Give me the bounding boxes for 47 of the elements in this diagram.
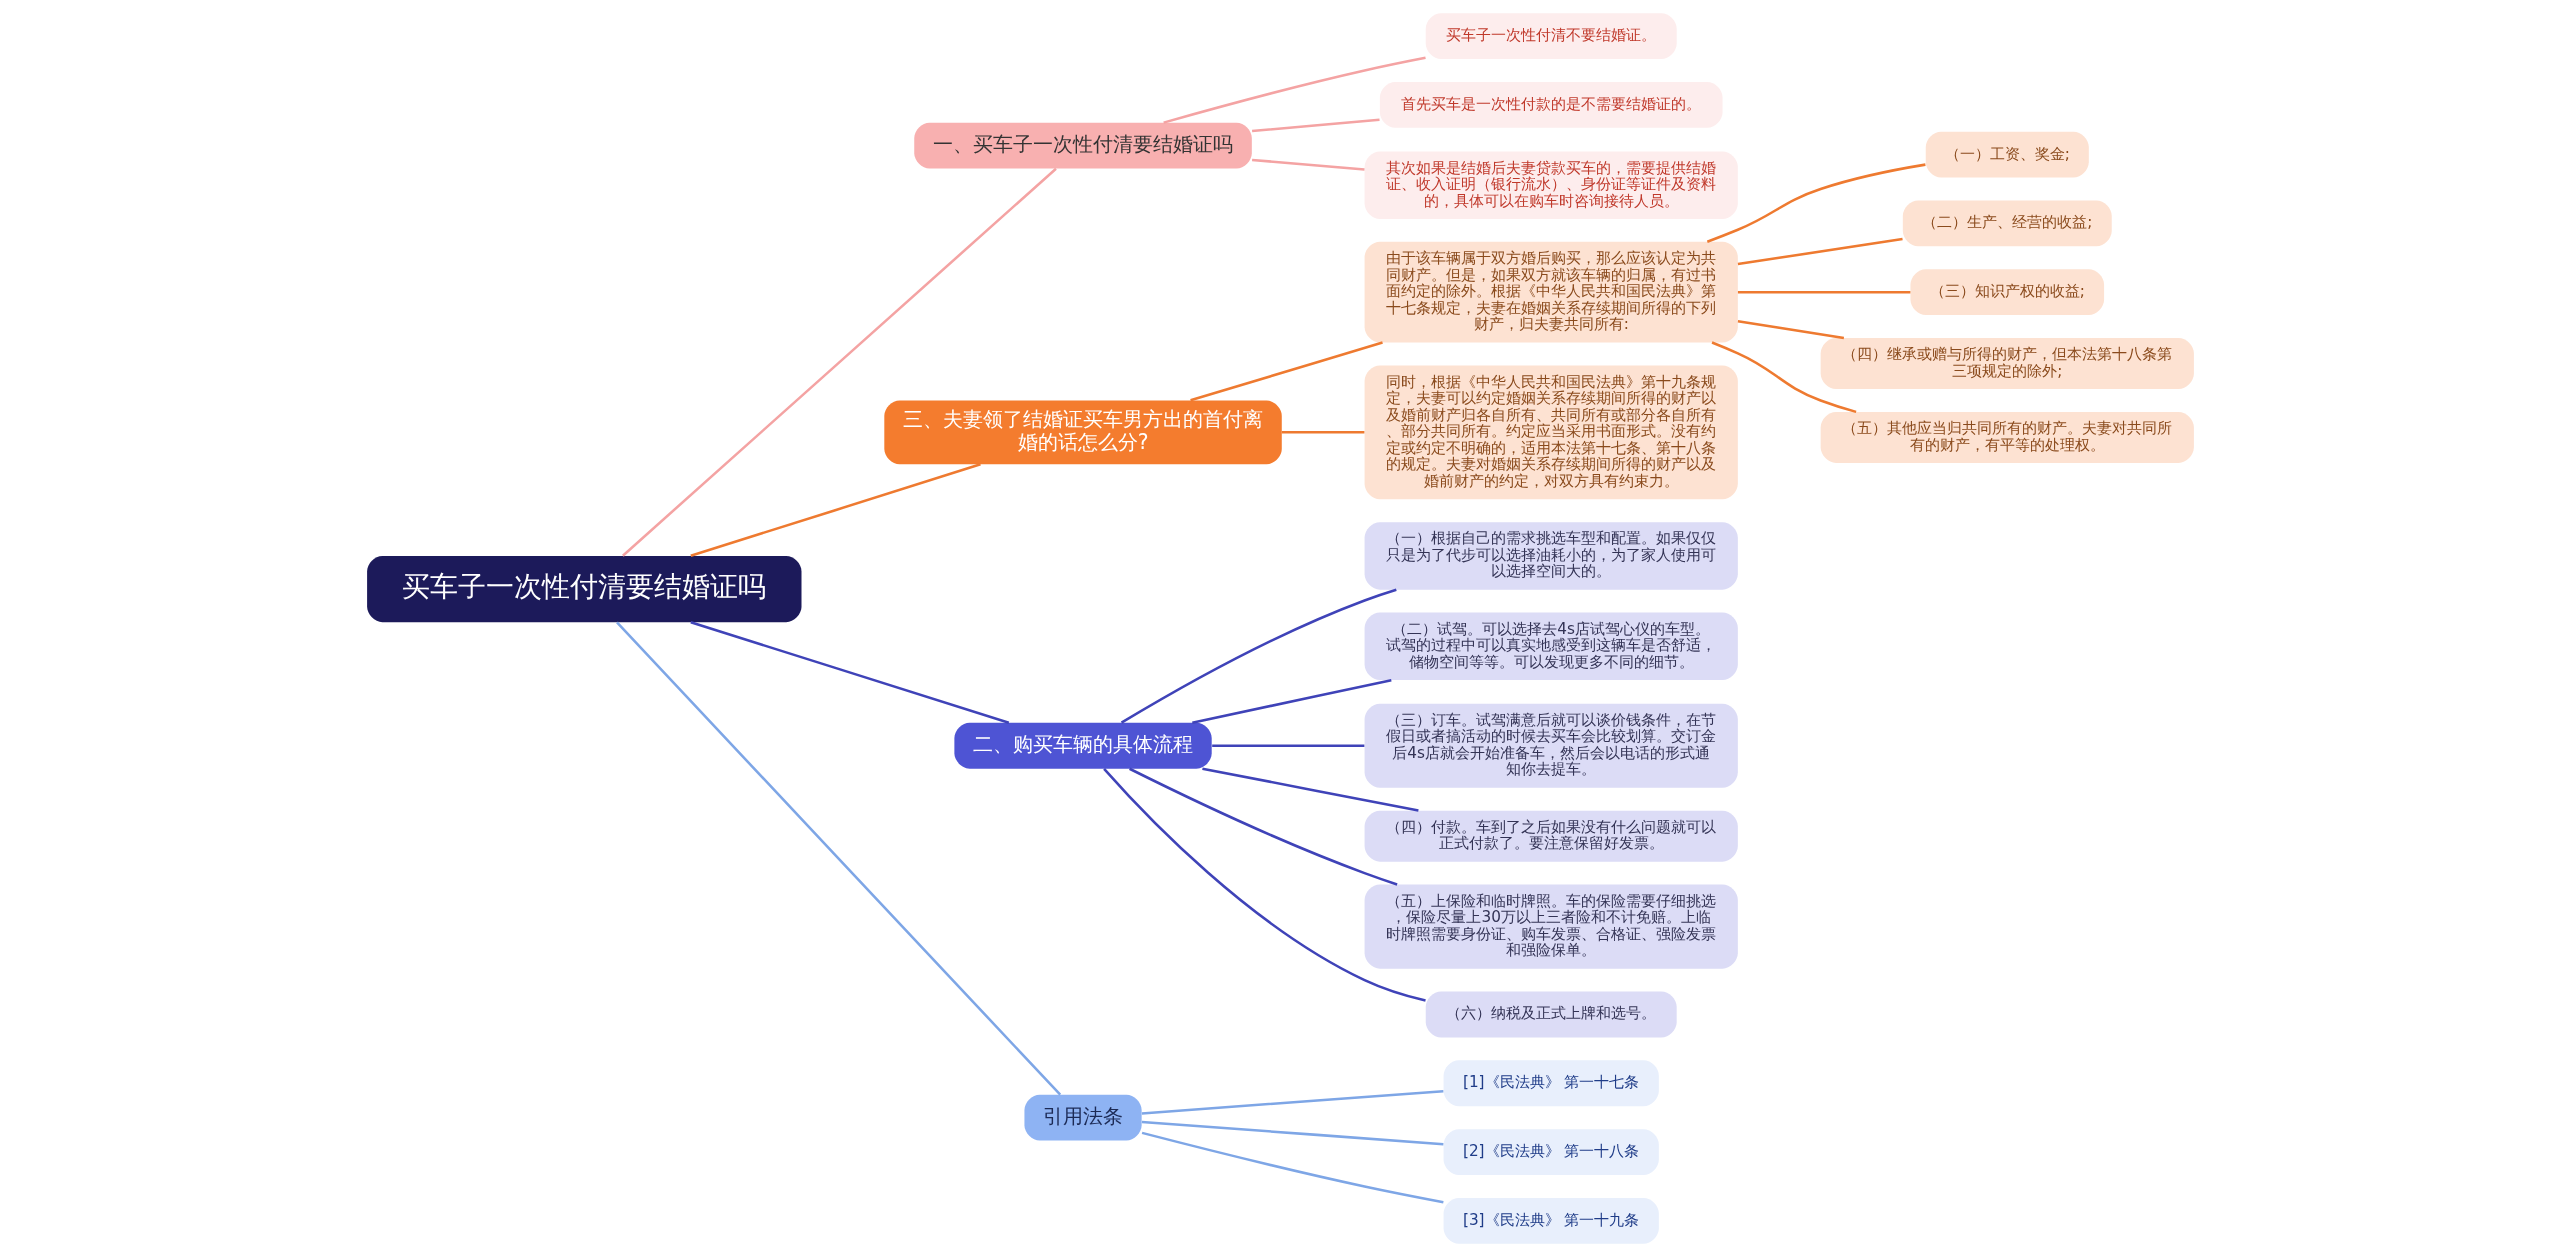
connector <box>621 167 1057 557</box>
node-box: 引用法条 <box>1023 1094 1142 1141</box>
connector <box>1189 341 1383 402</box>
connector <box>1191 678 1392 724</box>
connector <box>1120 588 1397 724</box>
node-box: （五）其他应当归共同所有的财产。夫妻对共同所有的财产，有平等的处理权。 <box>1820 411 2194 463</box>
connector <box>1706 163 1926 243</box>
node-box: 同时，根据《中华人民共和国民法典》第十九条规定，夫妻可以约定婚姻关系存续期间所得的财产以及婚前财产归各自所有、共同所有或部分各自所有、部分共同所有。约定应当采用书面形式。没有约定或约定不明确的，适用本法第十七条、第十八条的规定。夫妻对婚姻关系存续期间所得的财产以及婚前财产的约定，对双方具有约束力。 <box>1364 365 1738 500</box>
node-box: （三）订车。试驾满意后就可以谈价钱条件，在节假日或者搞活动的时候去买车会比较划算。交订金后4s店就会开始准备车，然后会以电话的形式通知你去提车。 <box>1364 703 1738 788</box>
node-box: [2]《民法典》 第一十八条 <box>1443 1129 1659 1175</box>
node-box: [1]《民法典》 第一十七条 <box>1443 1060 1659 1107</box>
node-box: 其次如果是结婚后夫妻贷款买车的，需要提供结婚证、收入证明（银行流水）、身份证等证件及资料的，具体可以在购车时咨询接待人员。 <box>1364 151 1738 219</box>
node-box: （二）生产、经营的收益; <box>1902 200 2112 247</box>
connector <box>1281 431 1364 434</box>
node-box: 买车子一次性付清要结婚证吗 <box>366 555 801 623</box>
node-box: 首先买车是一次性付款的是不需要结婚证的。 <box>1379 82 1723 128</box>
node-box: （四）付款。车到了之后如果没有什么问题就可以正式付款了。要注意保留好发票。 <box>1364 810 1738 862</box>
node-box: （一）工资、奖金; <box>1925 131 2089 178</box>
node-box: 一、买车子一次性付清要结婚证吗 <box>913 122 1252 169</box>
connector <box>1251 158 1365 171</box>
connector <box>689 463 981 557</box>
node-box: （五）上保险和临时牌照。车的保险需要仔细挑选，保险尽量上30万以上三者险和不计免赔。上临时牌照需要身份证、购车发票、合格证、强险发票和强险保单。 <box>1364 884 1738 969</box>
connector <box>1128 767 1398 886</box>
connector <box>1711 341 1856 414</box>
connector <box>1141 1089 1443 1115</box>
connector <box>1102 768 1426 1002</box>
connector <box>1162 56 1426 124</box>
node-box: （二）试驾。可以选择去4s店试驾心仪的车型。试驾的过程中可以真实地感受到这辆车是否舒适，储物空间等等。可以发现更多不同的细节。 <box>1364 612 1738 681</box>
node-box: 由于该车辆属于双方婚后购买，那么应该认定为共同财产。但是，如果双方就该车辆的归属，有过书面约定的除外。根据《中华人民共和国民法典》第十七条规定，夫妻在婚姻关系存续期间所得的下列财产，归夫妻共同所有: <box>1364 241 1738 343</box>
connector <box>1737 290 1910 294</box>
connector <box>1211 744 1364 747</box>
node-box: （一）根据自己的需求挑选车型和配置。如果仅仅只是为了代步可以选择油耗小的，为了家人使用可以选择空间大的。 <box>1364 522 1738 590</box>
connector <box>1141 1120 1443 1146</box>
connector <box>1201 767 1419 812</box>
connector <box>1737 320 1844 340</box>
node-box: [3]《民法典》 第一十九条 <box>1443 1197 1659 1244</box>
connector <box>615 621 1061 1096</box>
node-box: （六）纳税及正式上牌和选号。 <box>1425 991 1677 1038</box>
node-box: （三）知识产权的收益; <box>1909 269 2104 316</box>
node-box: （四）继承或赠与所得的财产，但本法第十八条第三项规定的除外; <box>1820 338 2194 389</box>
connector <box>1251 118 1380 133</box>
node-box: 买车子一次性付清不要结婚证。 <box>1425 13 1677 60</box>
connector <box>1141 1131 1444 1204</box>
connector <box>689 621 1009 724</box>
node-box: 三、夫妻领了结婚证买车男方出的首付离婚的话怎么分? <box>883 400 1282 465</box>
node-box: 二、购买车辆的具体流程 <box>953 722 1212 769</box>
connector <box>1737 237 1903 266</box>
